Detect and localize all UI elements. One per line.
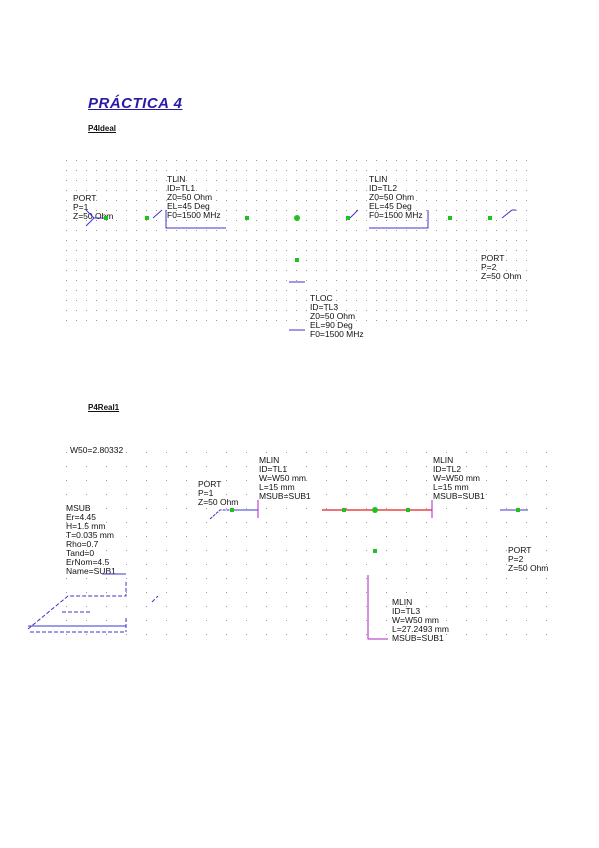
node — [245, 216, 249, 220]
schematic-name-p4real1: P4Real1 — [88, 403, 120, 412]
node — [145, 216, 149, 220]
node — [346, 216, 350, 220]
port2-symbol — [501, 209, 516, 219]
grid-dots — [66, 160, 547, 635]
junction-node — [372, 507, 378, 513]
w50-equation: W50=2.80332 — [70, 445, 124, 455]
tlin2-symbol — [369, 210, 429, 229]
node — [373, 549, 377, 553]
node — [488, 216, 492, 220]
node — [295, 258, 299, 262]
schematic-name-p4ideal: P4Ideal — [88, 124, 117, 133]
node — [406, 508, 410, 512]
port1-symbol — [85, 209, 104, 227]
port1-real-symbol — [209, 509, 232, 520]
schematic1-nodes — [104, 215, 492, 262]
node — [104, 216, 108, 220]
schematic2-nodes — [230, 507, 520, 553]
node — [448, 216, 452, 220]
node — [342, 508, 346, 512]
tlin1-symbol — [165, 210, 226, 229]
node — [516, 508, 520, 512]
page-title: PRÁCTICA 4 — [88, 95, 183, 112]
mlin3-symbol — [367, 575, 388, 640]
arrow-mid — [349, 209, 359, 219]
junction-node — [294, 215, 300, 221]
schematic2-wiring — [27, 500, 528, 640]
schematic1-wiring — [85, 209, 516, 331]
node — [230, 508, 234, 512]
port1-arrow — [152, 209, 163, 219]
msub-symbol — [27, 580, 159, 633]
